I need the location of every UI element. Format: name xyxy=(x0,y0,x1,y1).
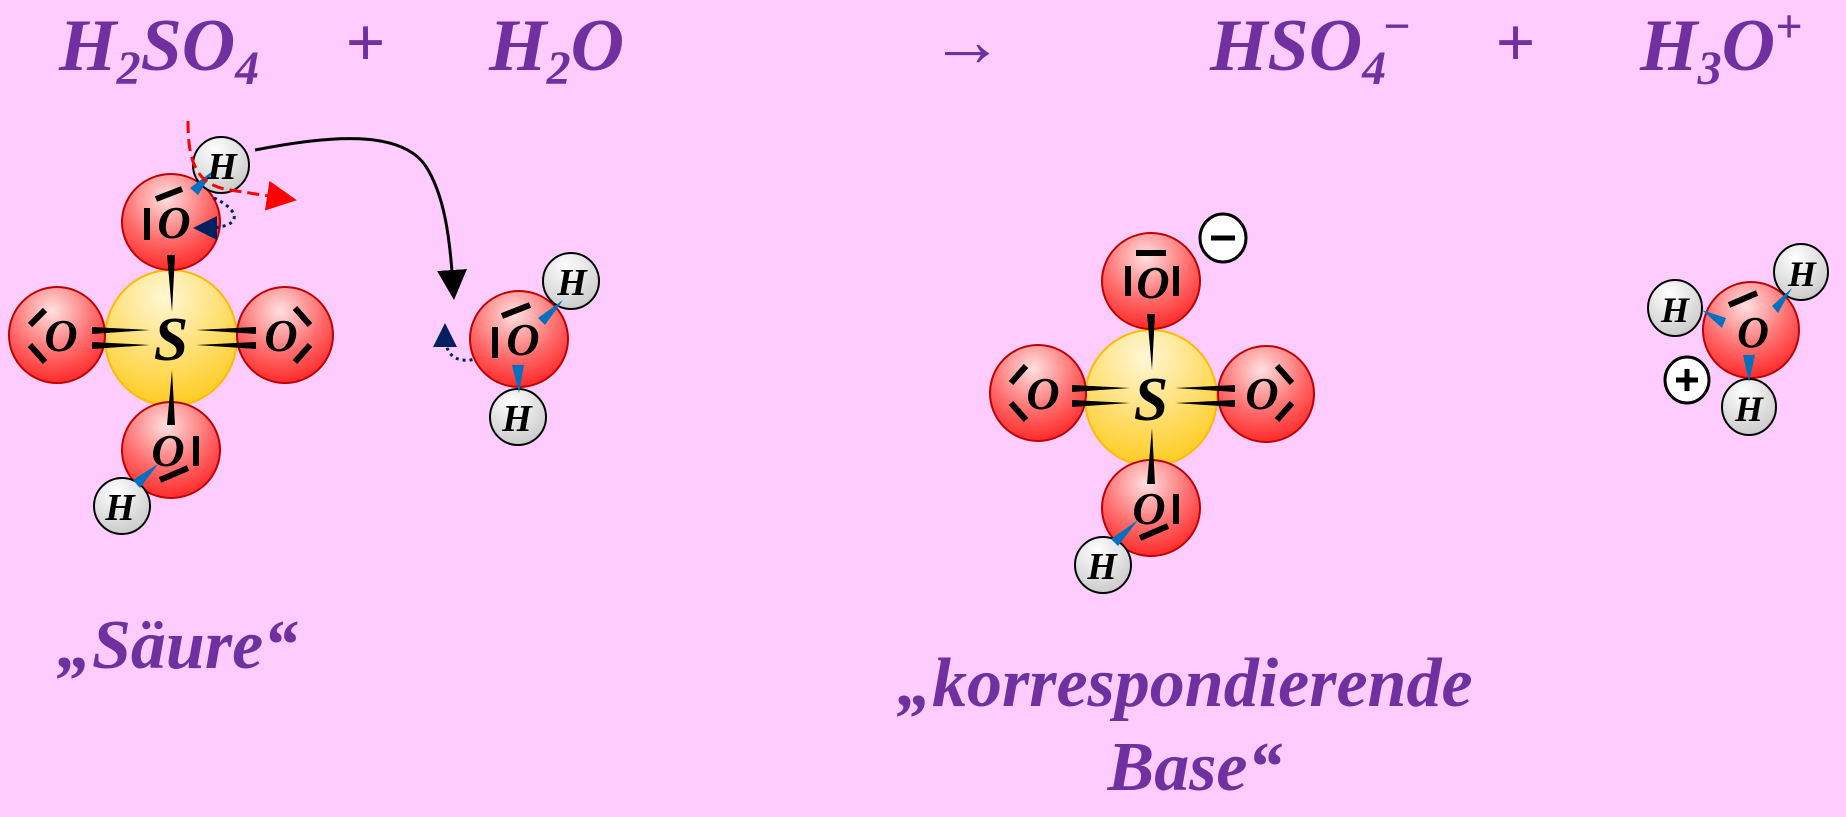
hydrogen-atom xyxy=(1647,279,1703,337)
hydrogen-label: H xyxy=(1660,290,1690,330)
hydrogen-label: H xyxy=(206,146,238,188)
bond-wedge-bottom xyxy=(167,370,175,425)
formula-h2so4: H2SO4 xyxy=(58,5,259,95)
lone-pair xyxy=(1274,401,1295,422)
lone-pair xyxy=(1008,364,1029,385)
bond-wedge-top xyxy=(167,255,175,312)
bond-wedge-top xyxy=(1147,314,1155,370)
hydrogen-atom-bottom xyxy=(93,477,151,535)
lone-pair xyxy=(292,306,313,327)
lone-pair xyxy=(292,343,313,364)
oxygen-label: O xyxy=(264,310,297,361)
oxygen-label: O xyxy=(157,197,190,248)
sulfur-label: S xyxy=(154,306,188,374)
sulfur-label: S xyxy=(1134,366,1168,434)
double-bond-left xyxy=(1072,385,1130,407)
double-bond-left xyxy=(92,327,150,349)
lone-pair xyxy=(27,343,48,364)
bond-wedge-bottom xyxy=(1147,428,1155,484)
oxygen-atom-left xyxy=(8,286,106,384)
polarity-arrow xyxy=(1743,355,1755,382)
lone-pair xyxy=(154,186,184,202)
polarity-arrow xyxy=(1702,310,1726,328)
oxygen-label: O xyxy=(1026,368,1059,419)
polarity-arrow xyxy=(190,170,214,195)
hydrogen-label: H xyxy=(556,262,588,304)
conjugate-base-label-line1: „korrespondierende xyxy=(897,645,1473,722)
reaction-arrow: → xyxy=(930,1,1004,83)
conjugate-base-label-line2: Base“ xyxy=(1107,729,1283,806)
polarity-arrow xyxy=(1111,520,1138,546)
equation: H2SO4 + H2O → HSO4− + H3O+ xyxy=(58,0,1802,95)
plus-sign-1: + xyxy=(345,5,385,82)
formula-hso4-minus: HSO4− xyxy=(1209,0,1411,95)
acid-label: „Säure“ xyxy=(57,607,298,684)
lone-pair xyxy=(500,302,532,319)
oxygen-label: O xyxy=(1737,308,1769,357)
lone-pair xyxy=(1274,364,1295,385)
oxygen-label: O xyxy=(44,310,77,361)
electron-attack-arrow xyxy=(433,323,493,362)
oxygen-atom-right xyxy=(236,286,334,384)
hydrogen-atom xyxy=(1773,243,1829,301)
hydrogen-atom xyxy=(1074,536,1132,594)
oxygen-label: O xyxy=(151,425,184,476)
oxygen-label: O xyxy=(1132,483,1165,534)
molecule-hso4: S O O O O H xyxy=(989,212,1315,594)
electron-shift-arrow xyxy=(193,196,236,240)
hydrogen-label: H xyxy=(1734,389,1764,429)
oxygen-label: O xyxy=(506,314,539,365)
oxygen-atom-left xyxy=(989,344,1087,442)
polarity-arrow xyxy=(1772,288,1792,313)
formula-h2o: H2O xyxy=(488,5,624,95)
molecule-h2o: O H H xyxy=(469,252,600,446)
lone-pair xyxy=(158,465,190,483)
proton-transfer-arrow xyxy=(254,137,467,300)
double-bond-right xyxy=(1175,385,1235,407)
hydrogen-label: H xyxy=(104,487,136,529)
hydrogen-atom xyxy=(542,252,600,310)
plus-sign-2: + xyxy=(1495,5,1535,82)
oxygen-label: O xyxy=(1245,368,1278,419)
oxygen-atom-right xyxy=(1217,345,1315,443)
polarity-arrow xyxy=(512,365,524,393)
lone-pair xyxy=(1008,401,1029,422)
polarity-arrow xyxy=(133,464,158,488)
hydrogen-label: H xyxy=(501,398,533,440)
polarity-arrow xyxy=(538,300,563,325)
double-bond-right xyxy=(196,327,256,349)
molecule-h3o: O H H H xyxy=(1647,243,1829,436)
oxygen-label: O xyxy=(1136,257,1169,308)
hydrogen-label: H xyxy=(1086,546,1118,588)
lone-pair xyxy=(1138,523,1170,541)
formula-h3o-plus: H3O+ xyxy=(1639,0,1802,95)
lone-pair xyxy=(1727,290,1759,308)
hydrogen-label: H xyxy=(1787,254,1817,294)
molecule-h2so4: S O O O O H H xyxy=(8,136,334,535)
lone-pair xyxy=(27,307,48,328)
